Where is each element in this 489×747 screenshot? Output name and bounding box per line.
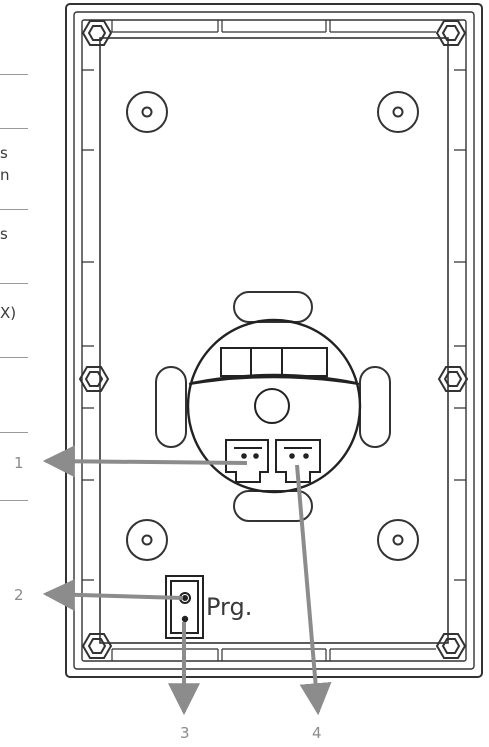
hex-screw [81,633,113,659]
divider [0,283,28,284]
slot [155,291,391,522]
center-hole [254,388,290,424]
mounting-hole [126,91,168,133]
divider [0,128,28,129]
top-connector-block [220,347,328,377]
right-terminal-connector [275,439,321,483]
divider [0,357,28,358]
cut-text-fragment: s [0,225,8,243]
hex-screw [435,633,467,659]
divider [0,209,28,210]
hex-screw [435,20,467,46]
cut-text-fragment: s [0,144,8,162]
callout-arrow-4 [295,464,332,716]
callout-arrow-1 [42,445,248,478]
cut-text-fragment: X) [0,304,17,322]
round-module [186,318,362,494]
callout-number: 3 [180,724,190,742]
left-terminal-connector [225,439,269,483]
program-label: Prg. [206,593,252,621]
mounting-hole [377,519,419,561]
mounting-hole [377,91,419,133]
divider [0,432,28,433]
cut-text-fragment: n [0,166,10,184]
divider [0,500,28,501]
device-housing [65,3,483,678]
callout-arrow-2 [42,578,184,611]
callout-number: 4 [312,724,322,742]
hex-screw [81,20,113,46]
hex-screw [78,366,110,392]
callout-number: 2 [14,586,24,604]
hex-screw [437,366,469,392]
callout-number: 1 [14,454,24,472]
divider [0,74,28,75]
mounting-hole [126,519,168,561]
